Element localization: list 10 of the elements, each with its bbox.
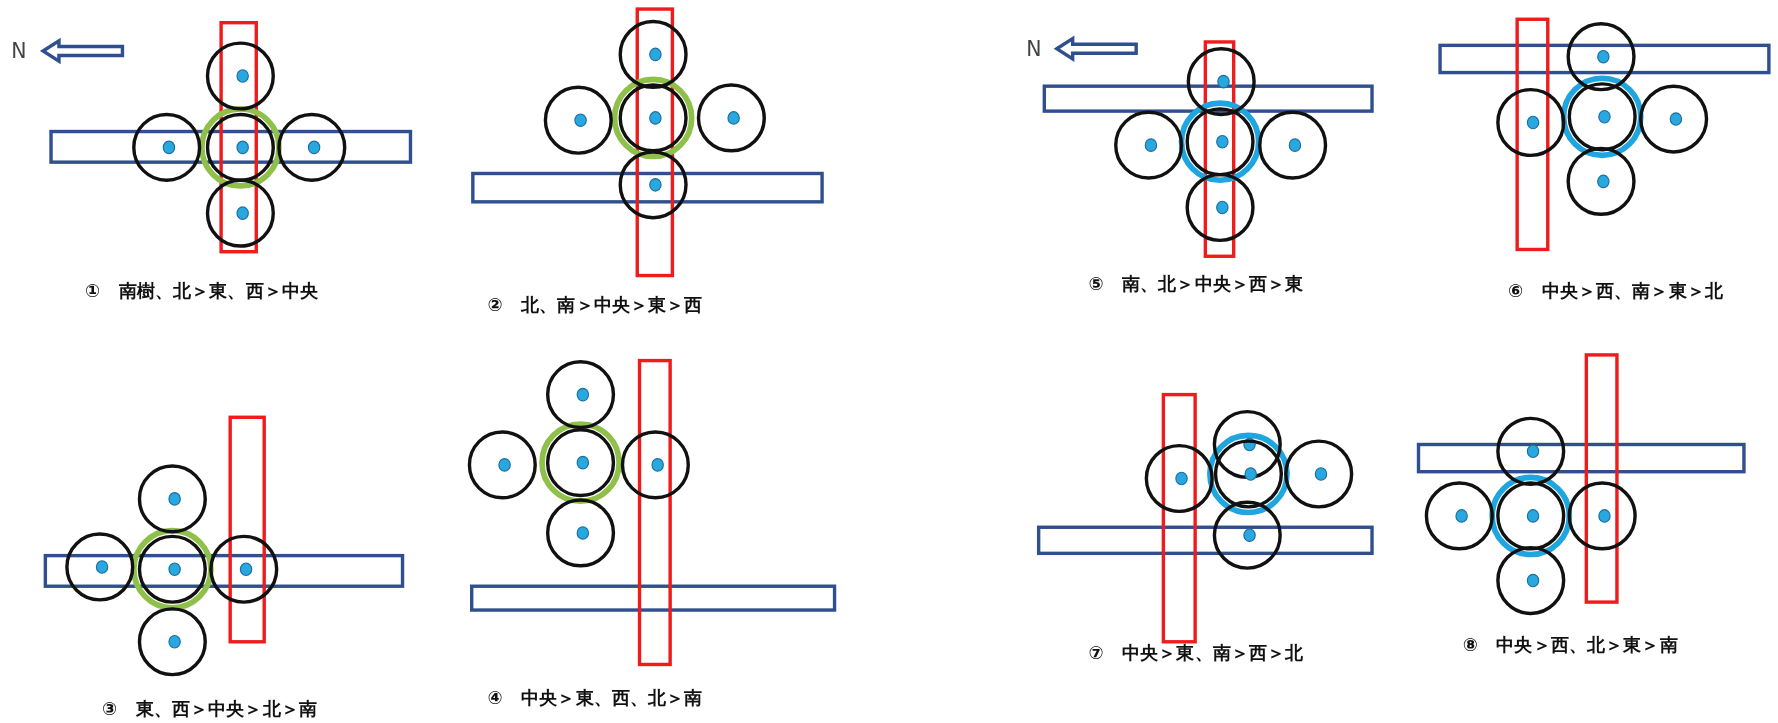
caption: ⑧ 中央＞西、北＞東＞南 [1462,633,1678,656]
north-label: N [1026,36,1042,61]
caption: ② 北、南＞中央＞東＞西 [487,293,703,316]
caption: ⑤ 南、北＞中央＞西＞東 [1088,273,1304,296]
caption: ① 南樹、北＞東、西＞中央 [85,280,319,302]
caption: ③ 東、西＞中央＞北＞南 [102,698,317,721]
caption: ④ 中央＞東、西、北＞南 [487,687,703,709]
caption: ⑦ 中央＞東、南＞西＞北 [1088,641,1304,664]
north-label: N [11,38,27,64]
caption: ⑥ 中央＞西、南＞東＞北 [1508,280,1723,302]
